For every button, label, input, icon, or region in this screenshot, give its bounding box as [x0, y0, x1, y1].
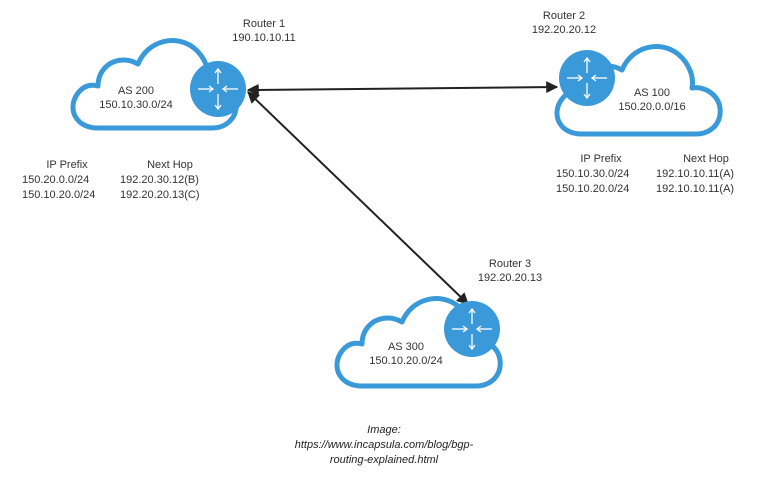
prefix-cell: 150.10.20.0/24 [22, 189, 96, 201]
as300-label: AS 300 150.10.20.0/24 [356, 340, 456, 368]
prefix-cell: 150.10.20.0/24 [556, 183, 630, 195]
router-1-label: Router 1 190.10.10.11 [214, 17, 314, 45]
nexthop-cell: 192.20.30.12(B) [120, 174, 199, 186]
caption-line-3: routing-explained.html [329, 454, 439, 466]
prefix-column: IP Prefix 150.10.30.0/24 150.10.20.0/24 [556, 152, 646, 197]
link-router1-router3 [247, 91, 469, 305]
prefix-column: IP Prefix 150.20.0.0/24 150.10.20.0/24 [22, 158, 112, 203]
router-3-name: Router 3 [488, 258, 532, 270]
nexthop-column: Next Hop 192.10.10.11(A) 192.10.10.11(A) [656, 152, 756, 197]
nexthop-cell: 192.20.20.13(C) [120, 189, 200, 201]
caption-line-2: https://www.incapsula.com/blog/bgp- [294, 439, 474, 451]
router-3-label: Router 3 192.20.20.13 [460, 257, 560, 285]
routing-table-router1: IP Prefix 150.20.0.0/24 150.10.20.0/24 N… [22, 158, 222, 204]
nexthop-header: Next Hop [147, 159, 193, 171]
router-1-icon [189, 60, 247, 118]
as200-label: AS 200 150.10.30.0/24 [86, 84, 186, 112]
prefix-cell: 150.10.30.0/24 [556, 168, 630, 180]
prefix-header: IP Prefix [580, 153, 622, 165]
as300-name: AS 300 [387, 341, 425, 353]
as100-name: AS 100 [633, 87, 671, 99]
router-1-name: Router 1 [242, 18, 286, 30]
prefix-header: IP Prefix [46, 159, 88, 171]
routing-table-router2: IP Prefix 150.10.30.0/24 150.10.20.0/24 … [556, 152, 756, 198]
router-3-ip: 192.20.20.13 [477, 272, 543, 284]
nexthop-cell: 192.10.10.11(A) [656, 183, 735, 195]
router-1-ip: 190.10.10.11 [232, 32, 296, 44]
as200-name: AS 200 [117, 85, 155, 97]
router-2-label: Router 2 192.20.20.12 [514, 9, 614, 37]
nexthop-cell: 192.10.10.11(A) [656, 168, 735, 180]
prefix-cell: 150.20.0.0/24 [22, 174, 90, 186]
image-caption: Image: https://www.incapsula.com/blog/bg… [288, 423, 480, 468]
router-2-ip: 192.20.20.12 [531, 24, 597, 36]
as100-label: AS 100 150.20.0.0/16 [602, 86, 702, 114]
nexthop-header: Next Hop [683, 153, 729, 165]
nexthop-column: Next Hop 192.20.30.12(B) 192.20.20.13(C) [120, 158, 220, 203]
router-2-name: Router 2 [542, 10, 586, 22]
as300-prefix: 150.10.20.0/24 [369, 355, 443, 367]
caption-line-1: Image: [367, 424, 401, 436]
as200-prefix: 150.10.30.0/24 [99, 99, 173, 111]
as100-prefix: 150.20.0.0/16 [618, 101, 686, 113]
link-router1-router2 [246, 81, 559, 96]
